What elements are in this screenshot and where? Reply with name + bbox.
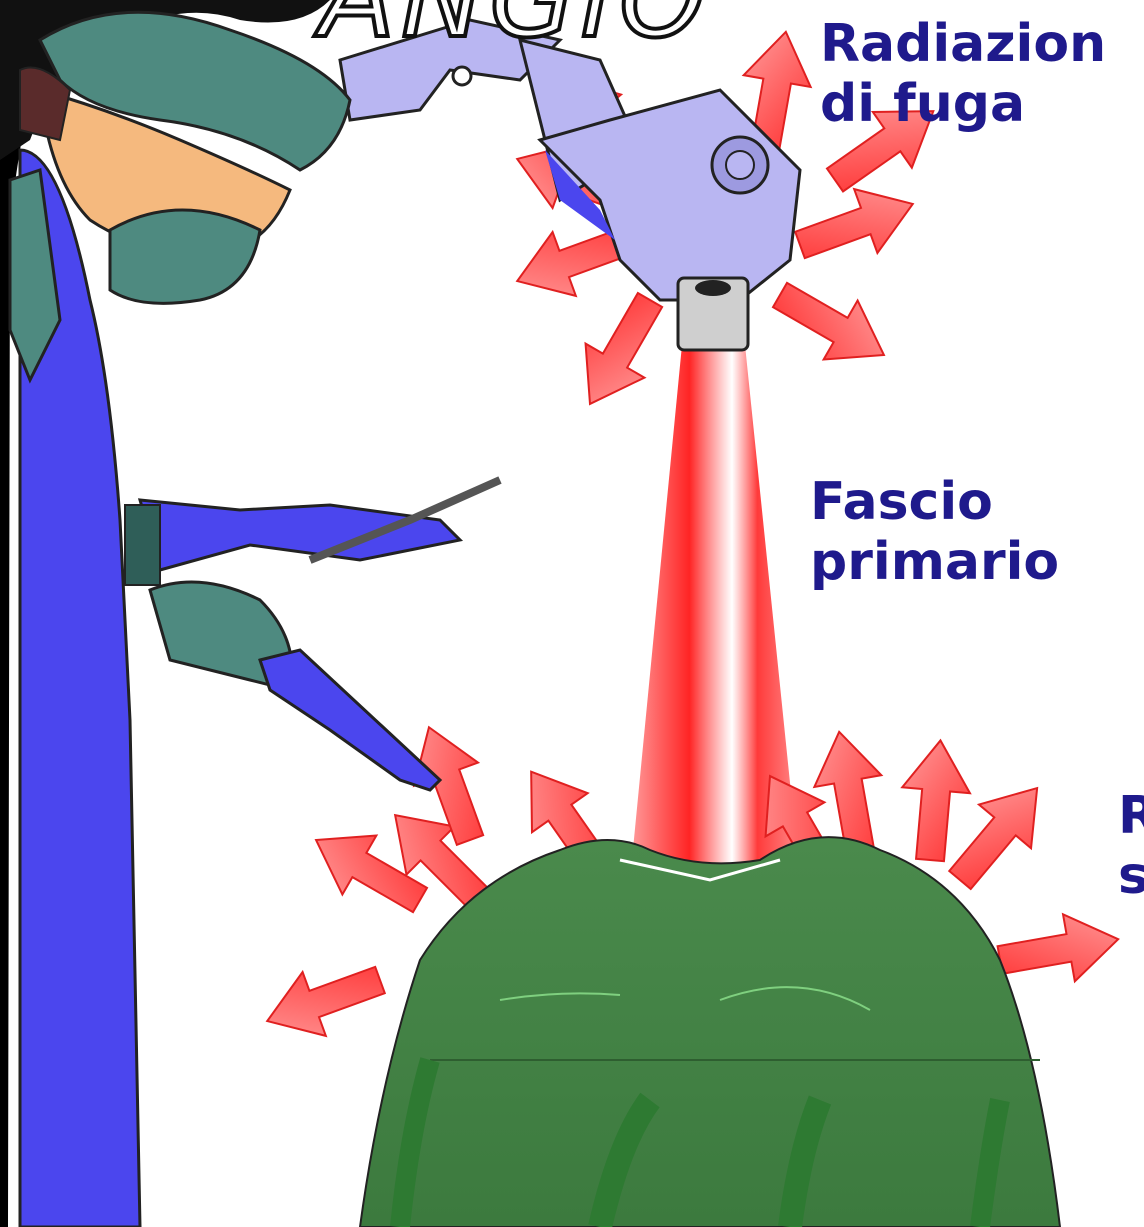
primary-label-line-2: primario xyxy=(810,532,1059,592)
leakage-label-line-2: di fuga xyxy=(820,74,1106,134)
scatter-label-line-1: R xyxy=(1118,786,1144,846)
primary-beam-label: Fascio primario xyxy=(810,472,1059,592)
xray-tube xyxy=(340,20,800,350)
leakage-radiation-label: Radiazion di fuga xyxy=(820,14,1106,134)
title-fragment: ANGIO xyxy=(320,0,712,62)
primary-label-line-1: Fascio xyxy=(810,472,1059,532)
scatter-label-line-2: s xyxy=(1118,846,1144,906)
scattered-radiation-label: R s xyxy=(1118,786,1144,906)
leakage-label-line-1: Radiazion xyxy=(820,14,1106,74)
